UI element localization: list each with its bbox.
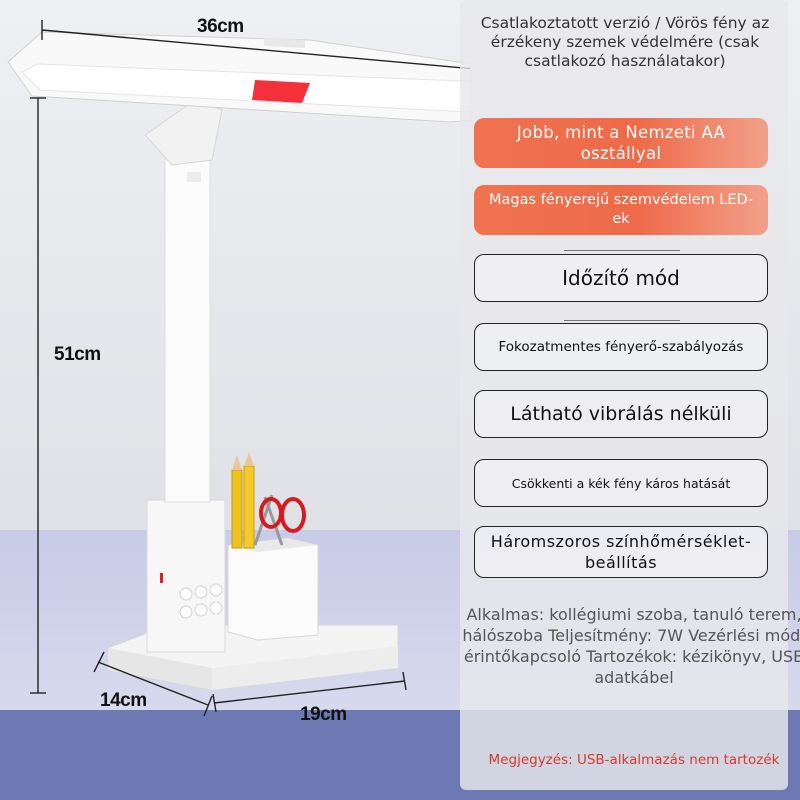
usage-specs-text: Alkalmas: kollégiumi szoba, tanuló terem… [462,605,800,687]
feature-pill-flicker: Látható vibrálás nélküli [474,390,768,438]
scissors-icon [253,494,306,546]
desk-lamp-illustration [7,20,470,717]
dimension-depth-label: 14cm [100,690,147,711]
lamp-head-light [21,63,470,113]
dimension-width-label: 36cm [197,16,244,37]
note-text: Megjegyzés: USB-alkalmazás nem tartozék [488,752,780,768]
feature-pill-led: Magas fényerejű szemvédelem LED-ek [474,185,768,235]
lamp-column-block [146,499,226,653]
feature-label: Háromszoros színhőmérséklet-beállítás [490,532,752,572]
feature-pill-blue-light: Csökkenti a kék fény káros hatását [474,459,768,507]
lamp-hinge [144,99,223,166]
pen-holder [227,544,319,641]
lamp-touch-buttons [179,583,223,619]
feature-label: Magas fényerejű szemvédelem LED-ek [489,192,753,227]
separator [564,320,680,321]
separator [564,250,680,251]
feature-label: Látható vibrálás nélküli [510,403,732,425]
feature-pill-timer: Időzítő mód [474,254,768,302]
intro-text: Csatlakoztatott verzió / Vörös fény az é… [480,14,770,70]
lamp-stem [164,149,211,503]
lamp-base-front [108,648,212,690]
feature-pill-grade: Jobb, mint a Nemzeti AA osztállyal [474,118,768,168]
feature-pill-color-temp: Háromszoros színhőmérséklet-beállítás [474,526,768,578]
feature-label: Fokozatmentes fényerő-szabályozás [498,339,744,355]
pencils-icon [231,452,255,549]
dimension-lines [30,20,470,717]
feature-label: Időzítő mód [562,266,680,290]
feature-pill-dimming: Fokozatmentes fényerő-szabályozás [474,323,768,371]
lamp-red-light-panel [252,80,310,103]
dimension-height-label: 51cm [54,344,101,365]
feature-label: Jobb, mint a Nemzeti AA osztállyal [516,123,726,163]
lamp-stem-mark [187,172,201,182]
dimension-base-width-label: 19cm [300,704,347,725]
lamp-base-side [212,646,398,690]
feature-label: Csökkenti a kék fény káros hatását [511,475,731,491]
lamp-head-clip [264,38,305,48]
lamp-indicator-led [160,573,163,583]
